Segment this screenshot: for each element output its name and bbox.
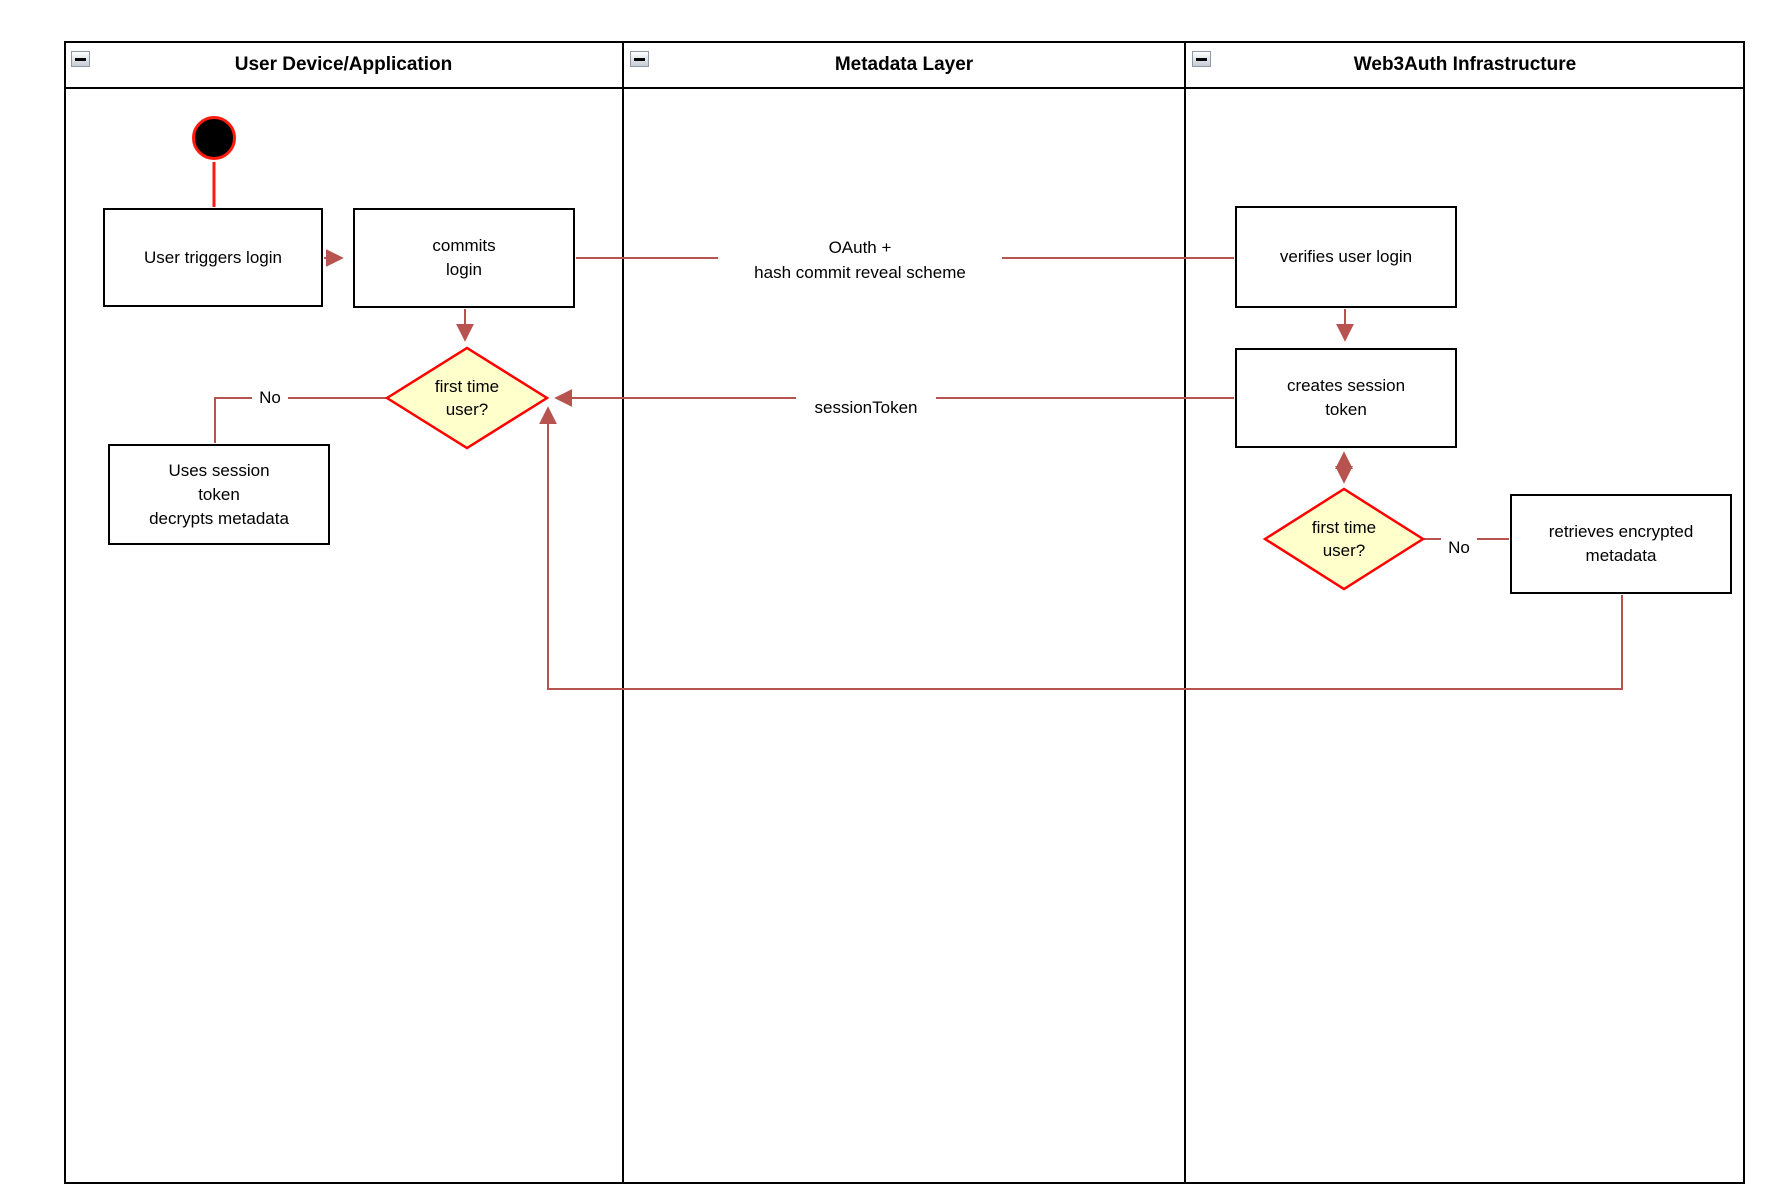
lane-header-user-device[interactable]: User Device/Application [64, 41, 623, 88]
node-user-triggers-login[interactable]: User triggers login [103, 208, 323, 307]
lane-header-metadata-layer[interactable]: Metadata Layer [623, 41, 1185, 88]
collapse-minus-icon[interactable] [630, 51, 649, 67]
node-uses-session-token[interactable]: Uses session token decrypts metadata [108, 444, 330, 545]
node-verifies-user-login[interactable]: verifies user login [1235, 206, 1457, 308]
decision-right-label: first time user? [1311, 518, 1377, 560]
lane-header-web3auth[interactable]: Web3Auth Infrastructure [1185, 41, 1745, 88]
minus-glyph [634, 57, 645, 61]
lane-header-underline [64, 87, 1745, 89]
decision-left-label: first time user? [434, 377, 500, 419]
lane-divider-1 [622, 41, 624, 1184]
node-creates-session-token[interactable]: creates session token [1235, 348, 1457, 448]
edge-label-oauth: OAuth + hash commit reveal scheme [718, 235, 1002, 285]
collapse-minus-icon[interactable] [1192, 51, 1211, 67]
minus-glyph [1196, 57, 1207, 61]
edge-label-no-right: No [1441, 535, 1477, 559]
minus-glyph [75, 57, 86, 61]
lane-title: Metadata Layer [834, 53, 974, 75]
lane-divider-2 [1184, 41, 1186, 1184]
node-retrieves-encrypted-metadata[interactable]: retrieves encrypted metadata [1510, 494, 1732, 594]
edge-label-session-token: sessionToken [796, 395, 936, 420]
edge-label-no-left: No [252, 385, 288, 409]
start-node[interactable] [192, 116, 236, 160]
lane-title: Web3Auth Infrastructure [1353, 53, 1577, 75]
lane-title: User Device/Application [234, 53, 453, 75]
collapse-minus-icon[interactable] [71, 51, 90, 67]
node-commits-login[interactable]: commits login [353, 208, 575, 308]
